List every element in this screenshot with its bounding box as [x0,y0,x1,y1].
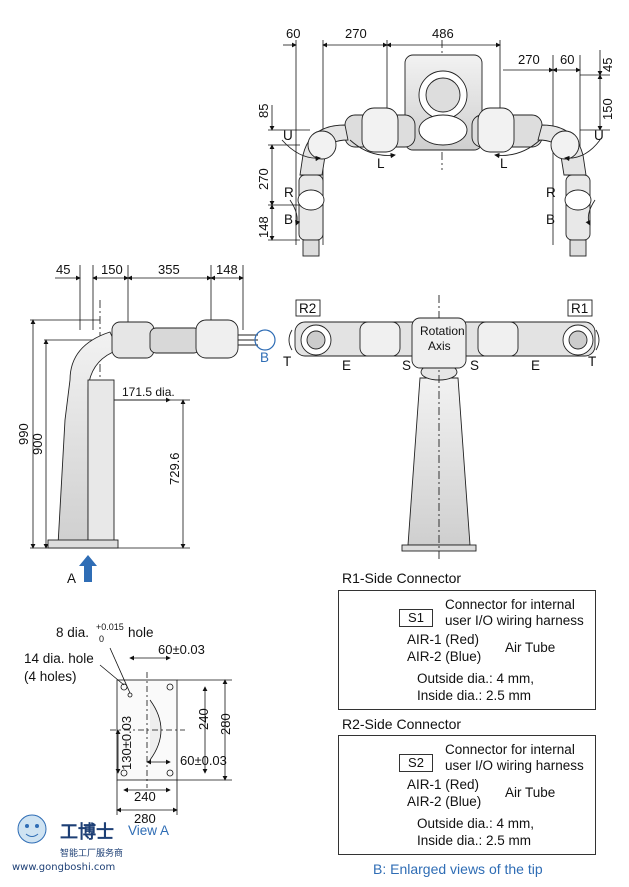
r1-connector-box: S1 Connector for internal user I/O wirin… [338,590,596,710]
view-a-text: 8 dia. +0.015 0 hole 14 dia. hole (4 hol… [24,622,233,838]
dim-990: 990 [16,423,31,445]
pin-hole-tol-upper: +0.015 [96,622,124,632]
watermark-url: www.gongboshi.com [12,862,116,873]
dim-280-view-a-vert: 280 [218,713,233,735]
pin-hole-word: hole [128,625,154,640]
r1-air-tube-label: Air Tube [505,640,556,655]
r2-connector-box: S2 Connector for internal user I/O wirin… [338,735,596,855]
front-view-robot [288,295,600,560]
arm-label-r1: R1 [571,301,588,316]
dim-900: 900 [30,433,45,455]
top-view-text: 60 270 486 270 60 45 150 85 270 148 U L … [256,26,615,238]
r1-dia-outside: Outside dia.: 4 mm, [417,671,535,686]
dim-130-view-a: 130±0.03 [119,716,134,770]
joint-b-right: B [546,212,555,227]
dim-148-vert: 148 [256,216,271,238]
side-view-robot [47,319,276,582]
r1-air-1: AIR-1 (Red) [407,632,480,647]
dim-150-side: 150 [101,262,123,277]
side-view-text: 45 150 355 148 990 900 729.6 171.5 dia. … [16,262,269,586]
r1-desc-1: Connector for internal [445,597,575,612]
r1-tag: S1 [399,609,433,627]
hole-14-dia: 14 dia. hole [24,651,94,666]
joint-b-left: B [284,212,293,227]
joint-u-right: U [594,128,604,143]
view-a-caption: View A [128,823,169,838]
watermark-logo [17,814,47,844]
pin-hole-dia: 8 dia. [56,625,89,640]
r1-dia-inside: Inside dia.: 2.5 mm [417,688,532,703]
dim-355-side: 355 [158,262,180,277]
r2-air-1: AIR-1 (Red) [407,777,480,792]
joint-u-left: U [283,128,293,143]
dim-729-6: 729.6 [167,452,182,485]
dim-270-left: 270 [345,26,367,41]
dim-148-side: 148 [216,262,238,277]
view-a-drawing [99,647,232,815]
axis-s-right: S [470,358,479,373]
r2-air-tube-label: Air Tube [505,785,556,800]
r2-dia-inside: Inside dia.: 2.5 mm [417,833,532,848]
joint-r-left: R [284,185,294,200]
dim-60-right: 60 [560,52,574,67]
tip-label-b: B [260,350,269,365]
rotation-label-2: Axis [428,339,451,353]
dim-45: 45 [600,58,615,72]
dim-270-vert: 270 [256,168,271,190]
joint-r-right: R [546,185,556,200]
arm-label-r2: R2 [299,301,316,316]
dim-280-view-a-horiz: 280 [134,811,156,826]
dim-85: 85 [256,104,271,118]
rotation-label-1: Rotation [420,324,465,338]
dim-60-left: 60 [286,26,300,41]
axis-e-right: E [531,358,540,373]
dim-486: 486 [432,26,454,41]
axis-e-left: E [342,358,351,373]
r2-dia-outside: Outside dia.: 4 mm, [417,816,535,831]
dim-240-view-a-vert: 240 [196,708,211,730]
r1-air-2: AIR-2 (Blue) [407,649,482,664]
r2-tag: S2 [399,754,433,772]
axis-s-left: S [402,358,411,373]
hole-count: (4 holes) [24,669,77,684]
dim-60-view-a-top: 60±0.03 [158,642,205,657]
tip-views-caption: B: Enlarged views of the tip [373,861,543,877]
top-view-robot [281,54,601,257]
r2-air-2: AIR-2 (Blue) [407,794,482,809]
watermark-tagline: 智能工厂服务商 [60,849,124,859]
r2-desc-1: Connector for internal [445,742,575,757]
dim-60-view-a-bottom: 60±0.03 [180,753,227,768]
joint-l-right: L [500,156,508,171]
r2-connector-title: R2-Side Connector [342,716,462,732]
view-a-arrow-label: A [67,571,76,586]
dim-150: 150 [600,98,615,120]
r1-desc-2: user I/O wiring harness [445,613,584,628]
dim-270-right: 270 [518,52,540,67]
dim-240-view-a-horiz: 240 [134,789,156,804]
joint-l-left: L [377,156,385,171]
axis-t-right: T [588,354,596,369]
base-diameter: 171.5 dia. [122,385,175,399]
front-view-text: R2 R1 T E S S E T Rotation Axis [283,301,596,373]
r1-connector-title: R1-Side Connector [342,570,462,586]
r2-desc-2: user I/O wiring harness [445,758,584,773]
axis-t-left: T [283,354,291,369]
watermark-brand: 工博士 [60,822,114,843]
pin-hole-tol-lower: 0 [99,634,104,644]
dim-45-side: 45 [56,262,70,277]
